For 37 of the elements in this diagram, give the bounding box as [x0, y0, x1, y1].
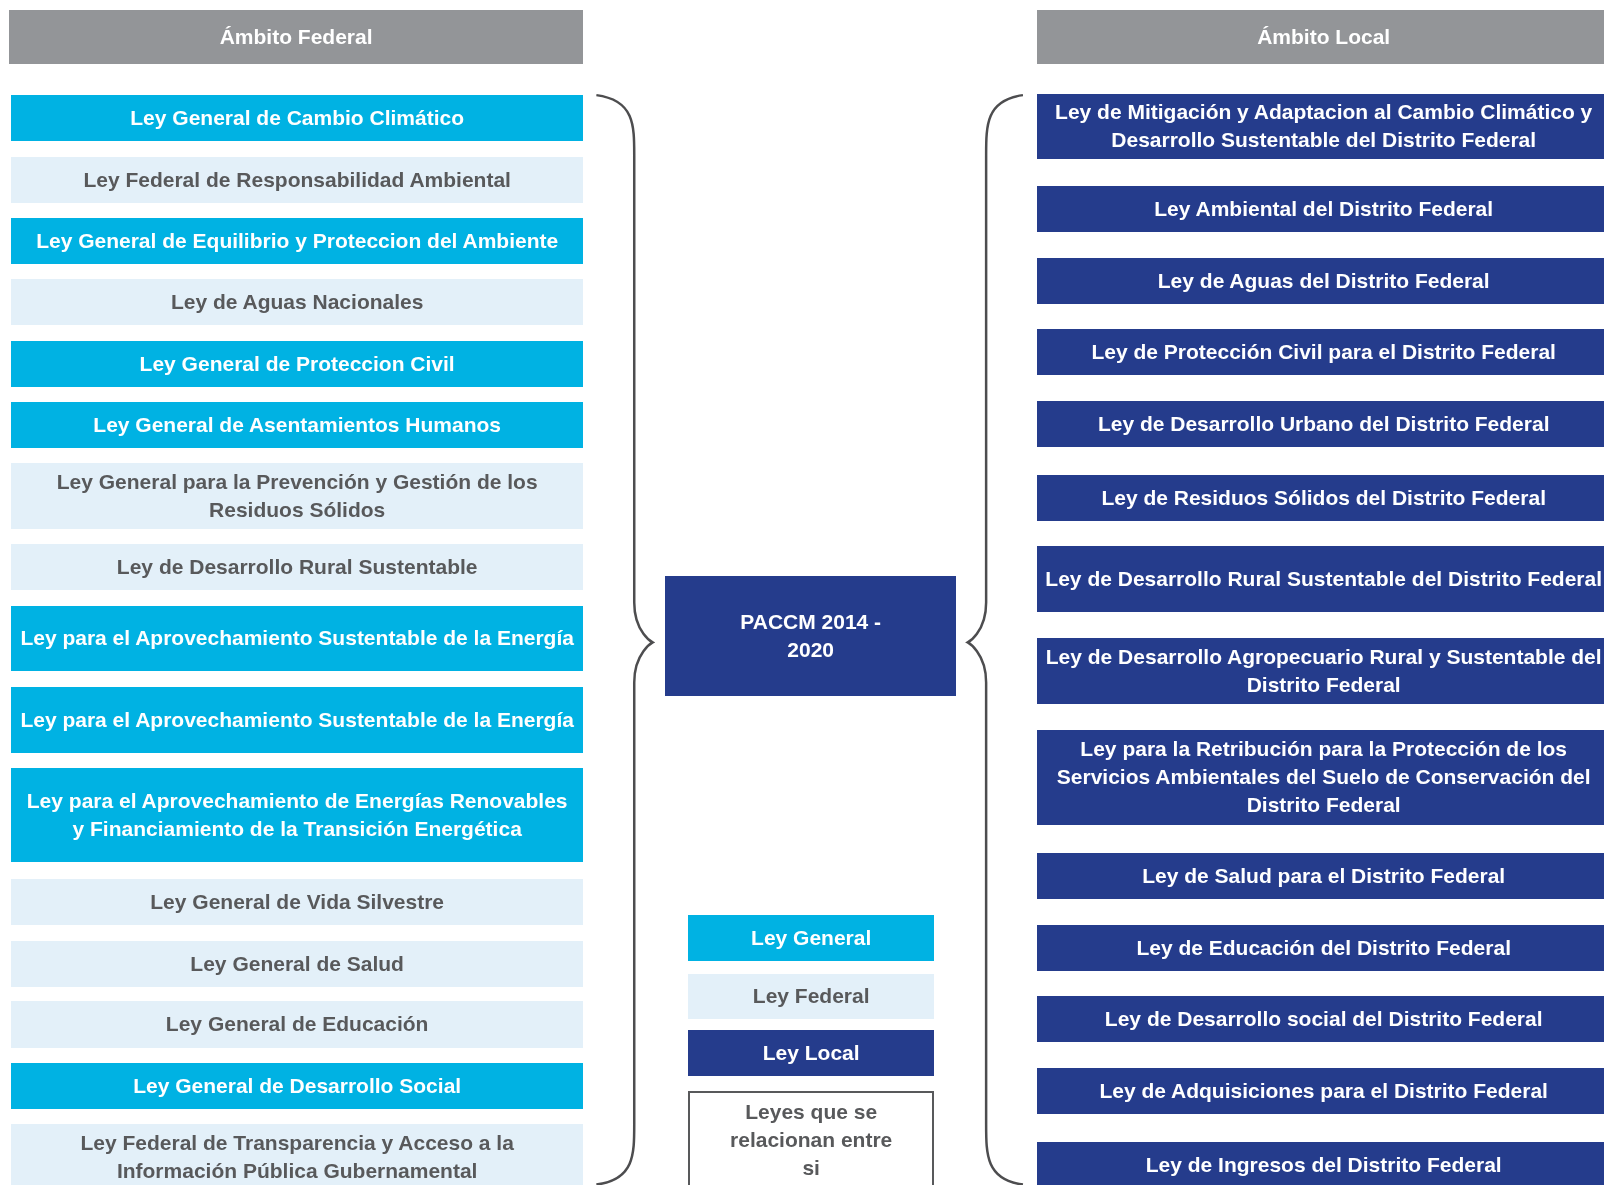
law-box: Ley General de Cambio Climático [11, 95, 584, 142]
law-box: Ley para el Aprovechamiento Sustentable de la Energía [11, 605, 584, 672]
law-box: Ley de Aguas del Distrito Federal [1037, 257, 1604, 304]
law-box: Ley de Desarrollo Rural Sustentable del Distrito Federal [1037, 546, 1604, 612]
law-box: Ley de Protección Civil para el Distrito Federal [1037, 329, 1604, 376]
law-box: Ley General de Vida Silvestre [11, 878, 584, 925]
law-box: Ley de Aguas Nacionales [11, 279, 584, 326]
law-box: Ley para el Aprovechamiento Sustentable de la Energía [11, 687, 584, 753]
law-box: Ley de Adquisiciones para el Distrito Federal [1037, 1067, 1604, 1114]
law-box: Ley de Mitigación y Adaptacion al Cambio Climático y Desarrollo Sustentable del Distrito Federal [1037, 94, 1604, 159]
law-box: Ley para el Aprovechamiento de Energías Renovables y Financiamiento de la Transición Energética [11, 768, 584, 863]
legend-key: Ley General [688, 914, 934, 961]
legend-key: Ley Local [688, 1030, 934, 1077]
law-box: Ley General de Equilibrio y Proteccion del Ambiente [11, 217, 584, 264]
program-box: PACCM 2014 - 2020 [664, 575, 957, 696]
law-box: Ley de Salud para el Distrito Federal [1037, 853, 1604, 900]
law-box: Ley de Desarrollo Rural Sustentable [11, 544, 584, 591]
law-box: Ley de Desarrollo social del Distrito Federal [1037, 996, 1604, 1043]
law-box: Ley General de Educación [11, 1001, 584, 1048]
relation-box: Leyes que se relacionan entre si [688, 1091, 934, 1185]
law-box: Ley de Residuos Sólidos del Distrito Federal [1037, 474, 1604, 521]
column-header: Ámbito Federal [9, 10, 584, 65]
law-box: Ley General de Asentamientos Humanos [11, 402, 584, 449]
law-box: Ley de Ingresos del Distrito Federal [1037, 1141, 1604, 1185]
legend-key: Ley Federal [688, 973, 934, 1019]
law-box: Ley General de Proteccion Civil [11, 340, 584, 387]
law-box: Ley General de Salud [11, 941, 584, 988]
law-box: Ley General de Desarrollo Social [11, 1062, 584, 1109]
law-box: Ley Federal de Responsabilidad Ambiental [11, 156, 584, 203]
law-box: Ley para la Retribución para la Protección de los Servicios Ambientales del Suelo de Conservación del Distrito Federal [1037, 730, 1604, 825]
law-box: Ley Ambiental del Distrito Federal [1037, 186, 1604, 233]
law-box: Ley de Desarrollo Agropecuario Rural y Sustentable del Distrito Federal [1037, 638, 1604, 704]
column-header: Ámbito Local [1037, 10, 1604, 65]
law-box: Ley de Desarrollo Urbano del Distrito Federal [1037, 401, 1604, 448]
law-box: Ley de Educación del Distrito Federal [1037, 924, 1604, 971]
law-box: Ley Federal de Transparencia y Acceso a la Información Pública Gubernamental [11, 1124, 584, 1185]
law-box: Ley General para la Prevención y Gestión de los Residuos Sólidos [11, 463, 584, 529]
